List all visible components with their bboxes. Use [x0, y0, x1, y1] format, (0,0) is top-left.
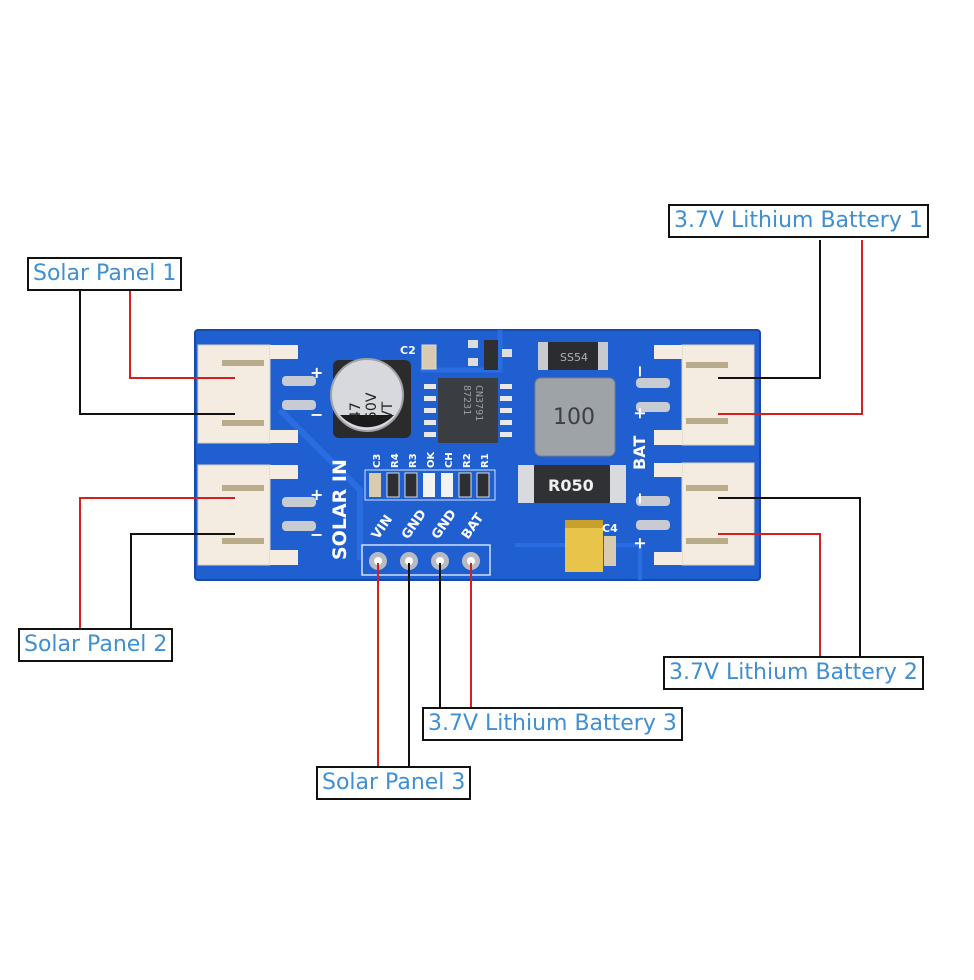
- silk-ref: R1: [480, 453, 491, 468]
- silk-bat: BAT: [630, 436, 649, 470]
- inductor-100: 100: [534, 377, 616, 457]
- shunt-resistor-r050: R050: [518, 465, 626, 503]
- inductor-marking: 100: [553, 405, 595, 430]
- silk-ref: R4: [390, 453, 401, 468]
- shunt-marking: R050: [548, 476, 594, 495]
- ic-marking-lot: 87231: [461, 385, 472, 415]
- wire-solar1-negative: [79, 290, 235, 415]
- silk-ref: OK: [426, 450, 437, 468]
- minus-mark: −: [310, 405, 323, 424]
- wires: [79, 240, 863, 766]
- ic-marking-part: CN3791: [473, 385, 484, 421]
- silk-c2: C2: [400, 344, 416, 357]
- silk-ref: R3: [408, 453, 419, 468]
- battery-connector-2: [636, 462, 755, 566]
- wire-solar1-positive: [129, 290, 235, 379]
- pcb-board: + − + − SOLAR IN 47 50V VT C2: [194, 329, 761, 581]
- minus-mark: −: [310, 525, 323, 544]
- label-solar-panel-3: Solar Panel 3: [316, 766, 472, 800]
- cap-voltage: 50V: [364, 392, 380, 420]
- wire-battery2-positive: [718, 533, 821, 656]
- label-solar-panel-2: Solar Panel 2: [18, 628, 174, 662]
- wire-solar2-positive: [79, 497, 235, 628]
- wire-battery1-negative: [718, 240, 821, 379]
- battery-connector-1: [636, 344, 755, 446]
- transistor: [484, 340, 498, 370]
- pin-header: [361, 544, 491, 576]
- minus-mark: −: [630, 365, 649, 378]
- capacitor-c4: [604, 536, 616, 566]
- solar-connector-1: [197, 344, 316, 444]
- label-battery-1: 3.7V Lithium Battery 1: [668, 204, 929, 238]
- label-battery-2: 3.7V Lithium Battery 2: [663, 656, 924, 690]
- tantalum-capacitor: [565, 520, 603, 572]
- capacitor-c2: [421, 344, 437, 370]
- plus-mark: +: [630, 537, 649, 550]
- silk-c4: C4: [602, 522, 618, 535]
- plus-mark: +: [310, 363, 323, 382]
- silk-ref: CH: [444, 452, 455, 468]
- silk-ref: C3: [372, 454, 383, 468]
- electrolytic-capacitor: 47 50V VT: [330, 358, 411, 438]
- diode-marking: SS54: [560, 351, 588, 364]
- solar-connector-2: [197, 464, 316, 566]
- silk-ref: R2: [462, 453, 473, 468]
- wire-battery1-positive: [718, 240, 863, 415]
- smd-row: [364, 469, 496, 501]
- plus-mark: +: [630, 407, 649, 420]
- minus-mark: −: [630, 492, 649, 505]
- plus-mark: +: [310, 485, 323, 504]
- pcb-trace: [515, 543, 642, 580]
- pcb-trace: [420, 330, 503, 373]
- wire-solar2-negative: [130, 533, 235, 628]
- wire-battery2-negative: [718, 497, 861, 656]
- ic-chip: CN3791 87231: [424, 378, 512, 443]
- label-battery-3: 3.7V Lithium Battery 3: [422, 707, 683, 741]
- cap-value: 47: [348, 402, 364, 420]
- silk-solar-in: SOLAR IN: [329, 459, 351, 560]
- cap-series: VT: [380, 401, 396, 420]
- pcb-trace: [277, 407, 363, 560]
- diode-ss54: SS54: [538, 342, 608, 370]
- label-solar-panel-1: Solar Panel 1: [27, 257, 183, 291]
